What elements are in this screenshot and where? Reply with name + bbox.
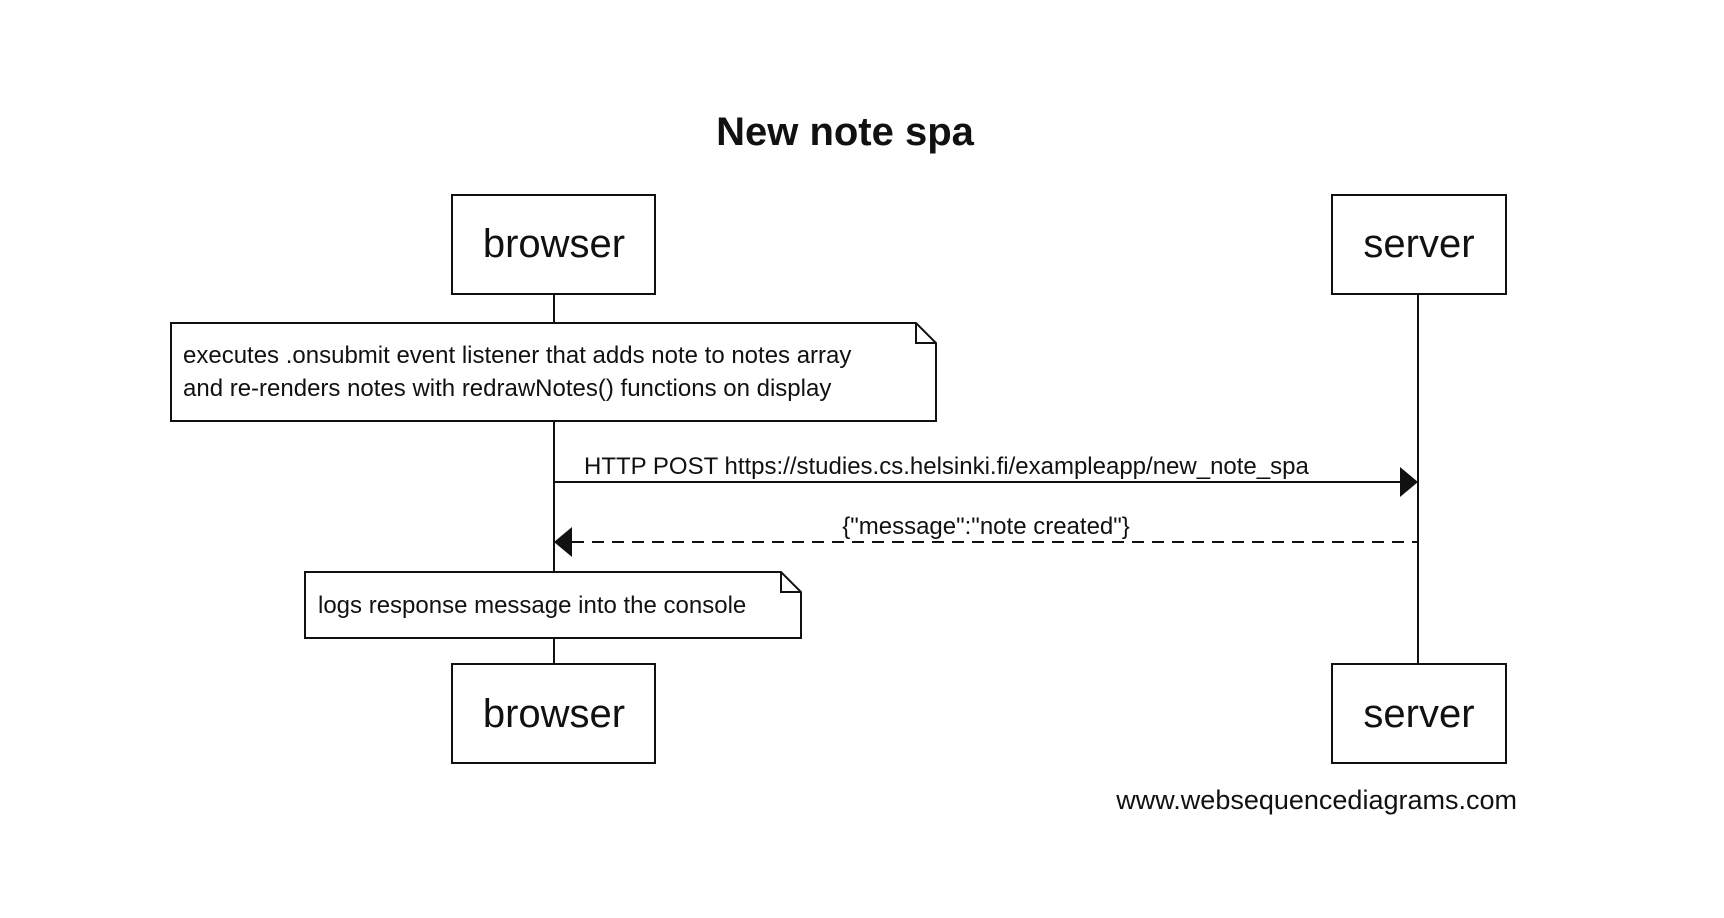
diagram-title: New note spa xyxy=(716,110,975,154)
participant-server-bottom: server xyxy=(1331,663,1507,764)
arrowhead-left-icon xyxy=(554,527,572,557)
participant-server-bottom-label: server xyxy=(1363,692,1474,736)
participant-browser-bottom-label: browser xyxy=(483,692,625,736)
participant-browser-top: browser xyxy=(451,194,656,295)
message-response: {"message":"note created"} xyxy=(554,510,1418,557)
message-response-label: {"message":"note created"} xyxy=(842,513,1130,540)
note-console-line1: logs response message into the console xyxy=(318,592,746,619)
note-onsubmit-line1: executes .onsubmit event listener that a… xyxy=(183,342,851,369)
participant-server-top: server xyxy=(1331,194,1507,295)
note-onsubmit: executes .onsubmit event listener that a… xyxy=(170,322,937,422)
participant-browser-top-label: browser xyxy=(483,222,625,266)
message-http-post: HTTP POST https://studies.cs.helsinki.fi… xyxy=(554,453,1418,497)
participant-server-top-label: server xyxy=(1363,222,1474,266)
message-http-post-label: HTTP POST https://studies.cs.helsinki.fi… xyxy=(584,453,1309,480)
participant-browser-bottom: browser xyxy=(451,663,656,764)
arrowhead-right-icon xyxy=(1400,467,1418,497)
watermark-link[interactable]: www.websequencediagrams.com xyxy=(1115,785,1517,815)
note-console: logs response message into the console xyxy=(304,571,802,639)
note-onsubmit-line2: and re-renders notes with redrawNotes() … xyxy=(183,375,831,402)
